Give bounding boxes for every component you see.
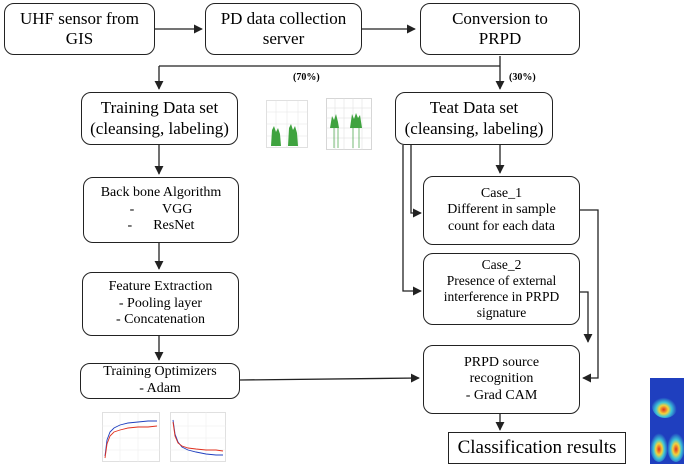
node-optimizers-line-1: Training Optimizers [103, 364, 217, 380]
node-case1-line-2: Different in sample [447, 202, 556, 218]
arrow-optimizers-to-recognition [239, 373, 420, 383]
node-pd-server-line-2: server [262, 29, 305, 48]
node-backbone-line-3: - ResNet [127, 218, 195, 234]
node-case2-line-3: interference in PRPD [443, 289, 560, 304]
node-conversion-line-1: Conversion to [452, 8, 548, 28]
node-case1-line-3: count for each data [448, 218, 555, 234]
arrow-test-to-case1-side [410, 145, 422, 218]
node-training-set-line-2: (cleansing, labeling) [90, 118, 229, 138]
node-backbone-line-2: - VGG [129, 201, 193, 217]
split-label-train: (70%) [293, 72, 320, 83]
node-case1: Case_1 Different in sample count for eac… [423, 176, 580, 245]
node-uhf-sensor-line-1: UHF sensor from [20, 8, 139, 28]
node-feature-extraction: Feature Extraction - Pooling layer - Con… [82, 272, 239, 336]
arrow-case1-to-recognition [580, 209, 599, 383]
node-conversion-line-2: PRPD [478, 29, 522, 48]
node-test-set-line-1: Teat Data set [429, 98, 519, 118]
node-pd-server-line-1: PD data collection [220, 8, 347, 28]
gradcam-heatmap-thumbnail-1 [650, 378, 684, 420]
node-results-line-1: Classification results [457, 436, 617, 458]
training-curve-thumbnail-2 [170, 412, 226, 462]
prpd-thumbnail-1 [266, 100, 308, 148]
split-label-test: (30%) [509, 72, 536, 83]
node-feature-line-2: - Pooling layer [118, 295, 203, 311]
node-recognition-line-3: - Grad CAM [465, 387, 538, 403]
node-optimizers-line-2: - Adam [139, 381, 181, 396]
node-case1-line-1: Case_1 [480, 185, 523, 201]
node-recognition: PRPD source recognition - Grad CAM [423, 345, 580, 414]
node-feature-line-3: - Concatenation [115, 312, 206, 328]
node-test-set: Teat Data set (cleansing, labeling) [395, 92, 553, 145]
node-training-set: Training Data set (cleansing, labeling) [81, 92, 238, 145]
node-feature-line-1: Feature Extraction [108, 279, 213, 295]
node-recognition-line-2: recognition [469, 371, 534, 387]
node-case2-line-2: Presence of external [446, 273, 557, 289]
arrow-test-to-case2-side [402, 145, 422, 296]
node-results: Classification results [448, 432, 626, 464]
prpd-thumbnail-2 [326, 98, 372, 150]
node-uhf-sensor-line-2: GIS [65, 29, 94, 48]
node-pd-server: PD data collection server [205, 3, 362, 55]
node-uhf-sensor: UHF sensor from GIS [4, 3, 155, 55]
node-case2-line-4: signature [476, 304, 527, 320]
node-case2-line-1: Case_2 [481, 257, 522, 273]
node-backbone-line-1: Back bone Algorithm [100, 185, 222, 201]
node-training-set-line-1: Training Data set [100, 98, 219, 118]
node-recognition-line-1: PRPD source [463, 354, 540, 370]
node-test-set-line-2: (cleansing, labeling) [404, 118, 544, 138]
node-case2: Case_2 Presence of external interference… [423, 253, 580, 325]
node-optimizers: Training Optimizers - Adam [80, 363, 240, 399]
arrow-case2-to-recognition [580, 291, 593, 343]
node-backbone: Back bone Algorithm - VGG - ResNet [83, 177, 239, 243]
gradcam-heatmap-thumbnail-2 [650, 420, 684, 464]
node-conversion: Conversion to PRPD [420, 3, 580, 55]
training-curve-thumbnail-1 [102, 412, 160, 462]
